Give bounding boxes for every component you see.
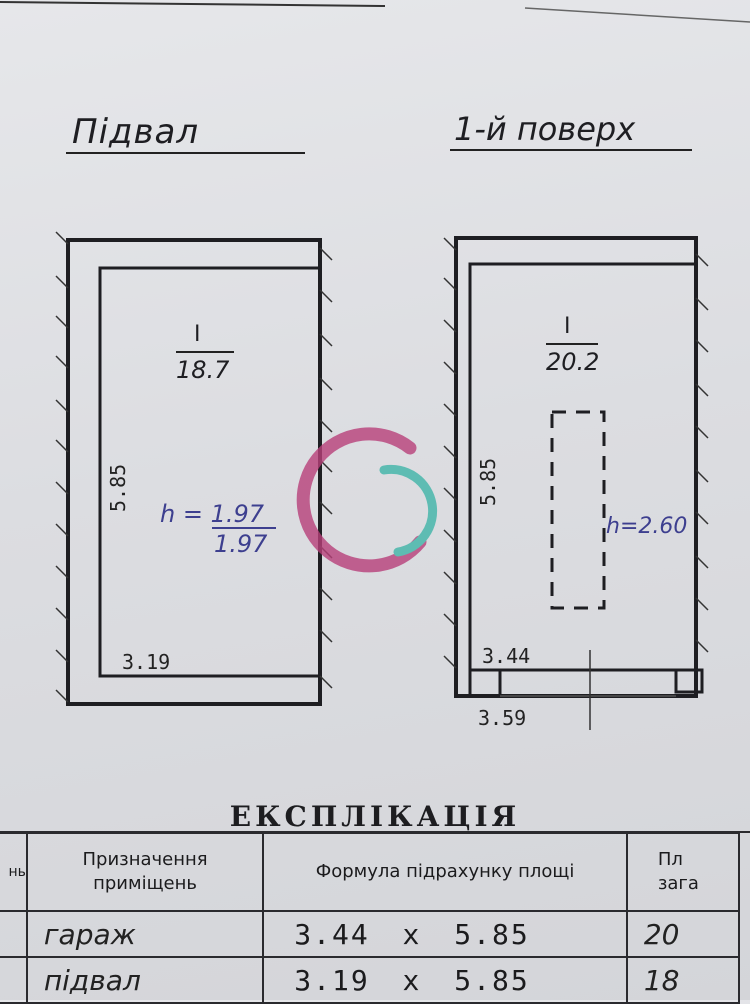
first-floor-length-dimension: 5.85 <box>476 457 500 506</box>
left-column-pillar <box>468 668 502 698</box>
row-formula: 3.44 x 5.85 <box>262 910 628 958</box>
first-floor-hatching-left <box>443 237 457 669</box>
first-floor-room-area: 20.2 <box>546 348 600 376</box>
basement-ground-hatching-right <box>319 247 333 689</box>
header-cell-number: нь <box>0 832 28 912</box>
basement-room-number: I <box>194 322 201 347</box>
row-area: 20 <box>625 910 741 958</box>
row-formula: 3.19 x 5.85 <box>262 956 628 1004</box>
first-floor-plan <box>443 236 709 730</box>
header-cell-purpose: Призначення приміщень <box>25 832 265 912</box>
first-floor-inner-width-dimension: 3.44 <box>482 644 531 668</box>
table-row: підвал 3.19 x 5.85 18 <box>0 956 741 1004</box>
row-purpose: гараж <box>25 910 265 958</box>
top-border-line-right <box>524 7 750 23</box>
basement-room-area: 18.7 <box>176 356 230 384</box>
basement-width-dimension: 3.19 <box>122 650 171 674</box>
right-column-pillar <box>674 668 704 694</box>
first-floor-hatching-right <box>695 253 709 653</box>
table-header-row: нь Призначення приміщень Формула підраху… <box>0 832 741 912</box>
basement-length-dimension: 5.85 <box>106 463 130 512</box>
header-cell-formula: Формула підрахунку площі <box>262 832 628 912</box>
watermark-logo <box>296 427 438 573</box>
first-floor-height-label: h=2.60 <box>606 514 688 539</box>
basement-ground-hatching-left <box>55 231 69 703</box>
explication-title: ЕКСПЛІКАЦІЯ <box>229 800 521 833</box>
basement-inner-wall <box>98 266 322 678</box>
first-floor-heading: 1-й поверх <box>454 110 636 148</box>
explication-table: нь Призначення приміщень Формула підраху… <box>0 832 741 1004</box>
first-floor-room-number: I <box>564 314 571 339</box>
basement-plan <box>55 231 333 706</box>
row-area: 18 <box>625 956 741 1004</box>
basement-heading: Підвал <box>72 112 200 152</box>
first-floor-outer-width-dimension: 3.59 <box>478 706 527 730</box>
table-row: гараж 3.44 x 5.85 20 <box>0 910 741 958</box>
car-outline-dashed <box>550 410 606 610</box>
top-border-line <box>0 1 386 7</box>
row-purpose: підвал <box>25 956 265 1004</box>
basement-height-label: h = 1.97 <box>160 500 265 528</box>
basement-height-denominator: 1.97 <box>214 530 268 558</box>
header-cell-area: Пл зага <box>625 832 741 912</box>
